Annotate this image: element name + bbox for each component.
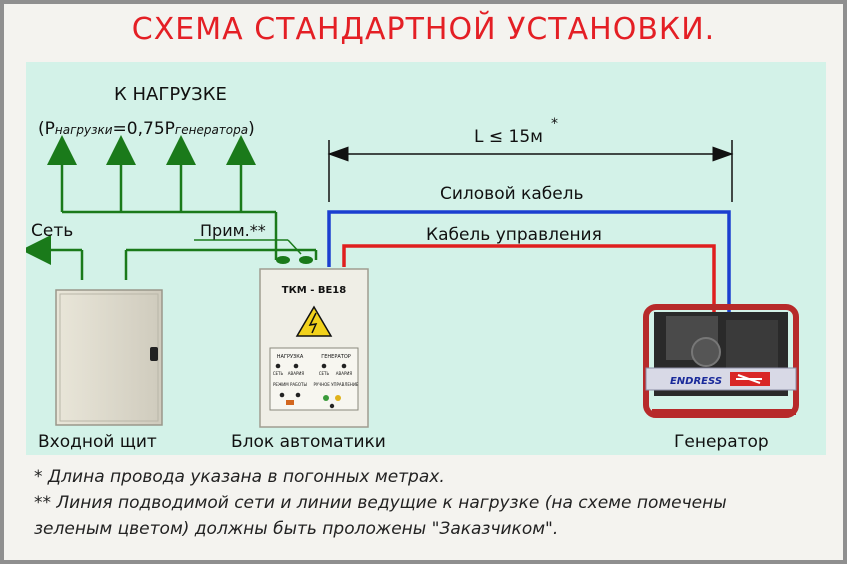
page-title: СХЕМА СТАНДАРТНОЙ УСТАНОВКИ. bbox=[131, 12, 716, 47]
footnote-2-cont: зеленым цветом) должны быть проложены "З… bbox=[34, 519, 559, 539]
load-formula: (Pнагрузки=0,75Pгенератора) bbox=[38, 119, 255, 139]
footnotes: * Длина провода указана в погонных метра… bbox=[34, 464, 834, 542]
distance-star: * bbox=[551, 116, 558, 132]
svg-text:СЕТЬ: СЕТЬ bbox=[273, 371, 284, 376]
load-lines bbox=[20, 135, 318, 280]
automation-box: ТКМ - ВЕ18 НАГРУЗКА ГЕНЕРАТОР СЕТЬ АВАРИ… bbox=[259, 268, 369, 428]
input-panel-box bbox=[55, 289, 163, 426]
input-panel-label: Входной щит bbox=[38, 432, 157, 452]
control-cable bbox=[342, 244, 716, 327]
network-label: Сеть bbox=[31, 221, 73, 241]
power-cable bbox=[327, 210, 731, 327]
distance-dimension bbox=[327, 140, 734, 202]
generator-brand: ENDRESS bbox=[670, 376, 722, 387]
automation-label: Блок автоматики bbox=[231, 432, 386, 452]
load-label: К НАГРУЗКЕ bbox=[114, 84, 227, 105]
svg-text:ТКМ - ВЕ18: ТКМ - ВЕ18 bbox=[282, 285, 346, 296]
footnote-1: * Длина провода указана в погонных метра… bbox=[34, 467, 445, 487]
terminals bbox=[276, 256, 313, 264]
note-marker: Прим.** bbox=[200, 221, 266, 240]
svg-text:ГЕНЕРАТОР: ГЕНЕРАТОР bbox=[321, 354, 351, 360]
svg-text:РЕЖИМ РАБОТЫ: РЕЖИМ РАБОТЫ bbox=[273, 382, 307, 387]
diagram-svg: К НАГРУЗКЕ (Pнагрузки=0,75Pгенератора) С bbox=[20, 84, 799, 452]
svg-text:АВАРИЯ: АВАРИЯ bbox=[288, 371, 305, 376]
svg-text:АВАРИЯ: АВАРИЯ bbox=[336, 371, 353, 376]
generator-label: Генератор bbox=[674, 432, 769, 452]
control-cable-label: Кабель управления bbox=[426, 225, 602, 245]
footnote-2: ** Линия подводимой сети и линии ведущие… bbox=[34, 493, 727, 513]
diagram-panel: К НАГРУЗКЕ (Pнагрузки=0,75Pгенератора) С bbox=[20, 62, 826, 455]
distance-label: L ≤ 15м bbox=[474, 127, 543, 147]
svg-text:СЕТЬ: СЕТЬ bbox=[319, 371, 330, 376]
generator-image: ENDRESS bbox=[643, 304, 799, 418]
svg-text:РУЧНОЕ УПРАВЛЕНИЕ: РУЧНОЕ УПРАВЛЕНИЕ bbox=[314, 382, 359, 387]
power-cable-label: Силовой кабель bbox=[440, 184, 584, 204]
warning-icon bbox=[295, 305, 333, 337]
svg-text:НАГРУЗКА: НАГРУЗКА bbox=[277, 354, 304, 360]
